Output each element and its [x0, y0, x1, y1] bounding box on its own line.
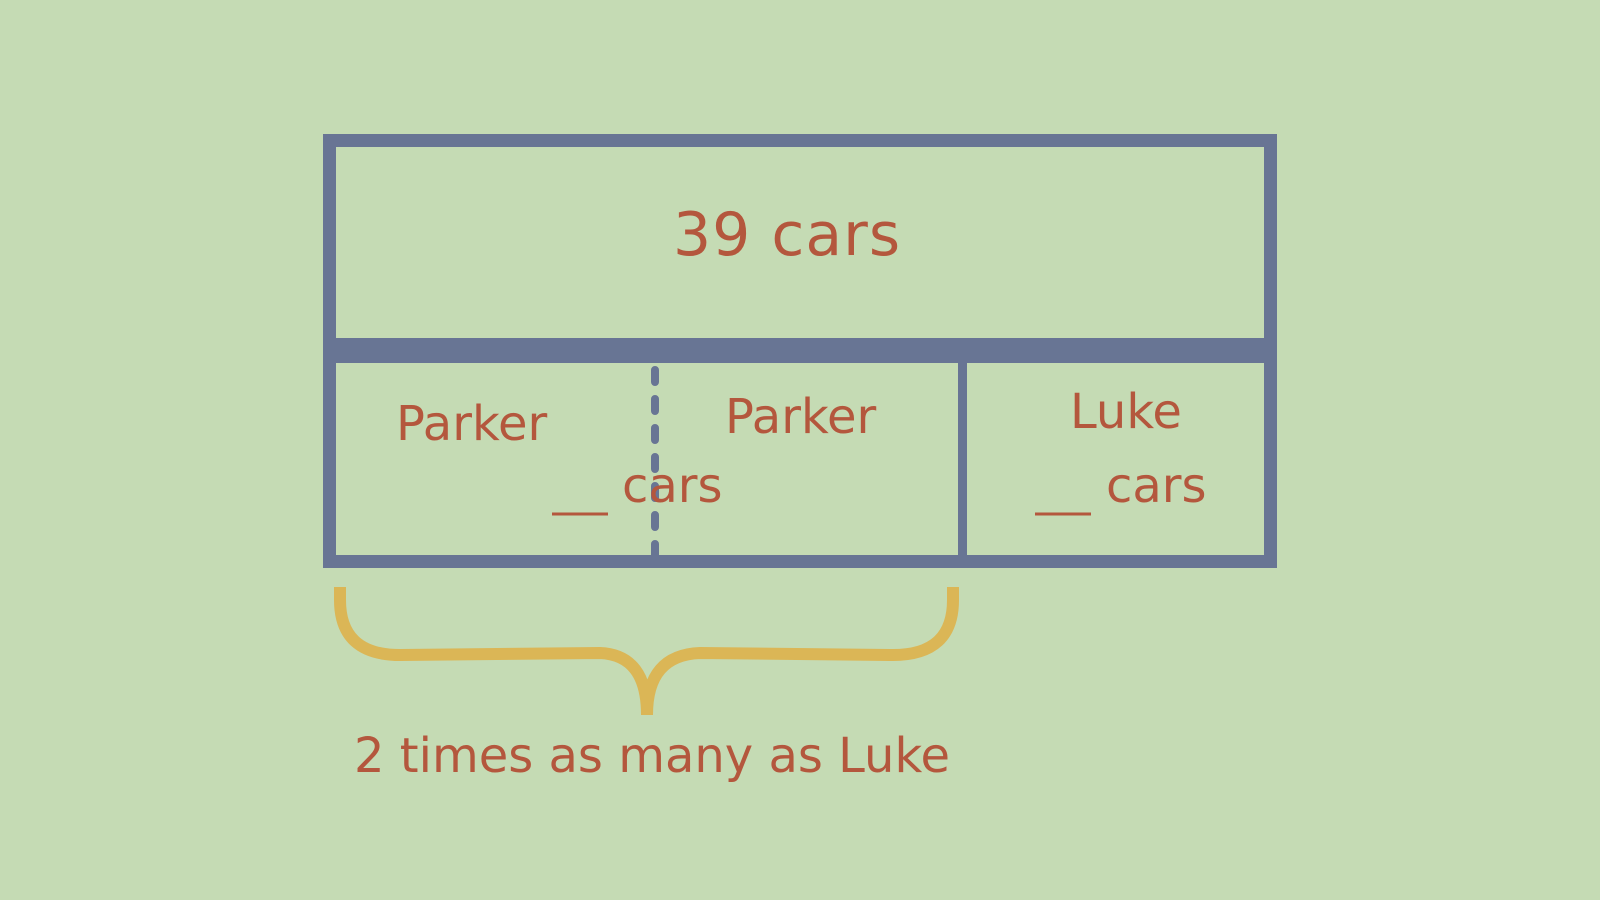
parker-right-label: Parker	[725, 389, 877, 445]
parker-luke-divider	[958, 360, 967, 560]
middle-divider	[323, 338, 1277, 363]
total-label: 39 cars	[673, 200, 902, 270]
parker-left-label: Parker	[396, 396, 548, 452]
luke-cars-label: cars	[1106, 458, 1207, 514]
brace-caption: 2 times as many as Luke	[354, 728, 951, 784]
luke-label: Luke	[1070, 384, 1182, 440]
curly-brace-icon	[334, 587, 959, 716]
parker-cars-label: cars	[622, 458, 723, 514]
